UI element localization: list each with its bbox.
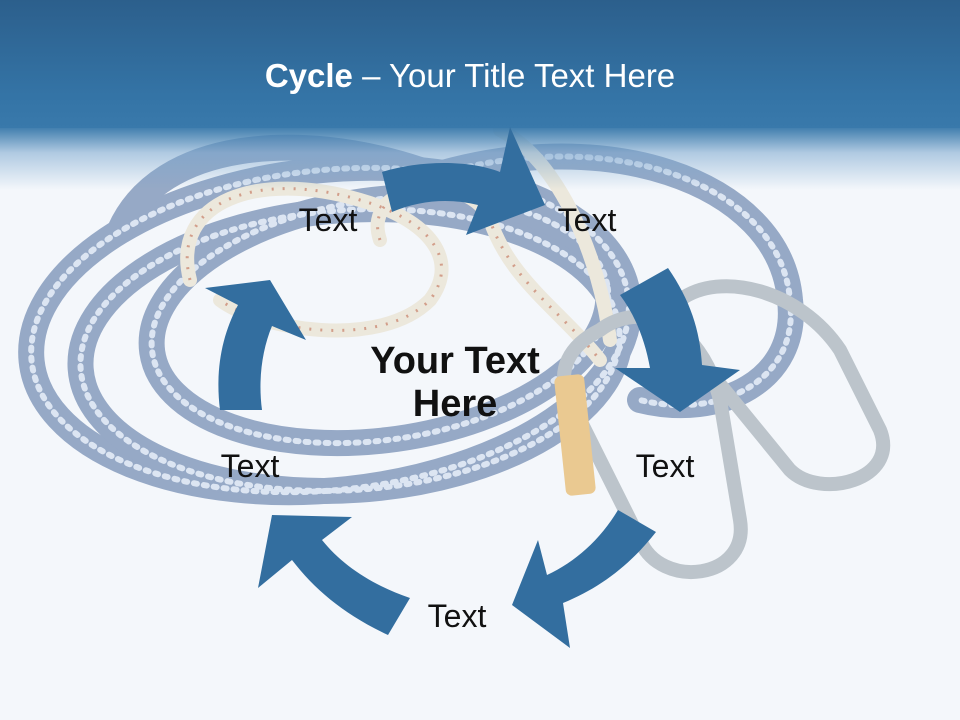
cycle-arrow-top (382, 127, 545, 235)
cycle-node-5: Text (220, 448, 280, 484)
cycle-node-1: Text (298, 202, 358, 238)
cycle-arrow-bottom-right (512, 510, 656, 648)
cycle-arrow-left (205, 280, 306, 410)
title-bar (0, 0, 960, 128)
cycle-arrow-bottom-left (258, 515, 410, 635)
cycle-center-line-1: Your Text (370, 340, 540, 382)
cycle-node-4: Text (427, 598, 487, 634)
cycle-center-text: Your Text Here (330, 340, 580, 426)
cycle-center-line-2: Here (412, 383, 498, 425)
slide-title-bold: Cycle (264, 57, 353, 94)
cycle-node-3: Text (635, 448, 695, 484)
slide-title: Cycle – Your Title Text Here (0, 54, 940, 98)
cycle-node-2: Text (557, 202, 617, 238)
cycle-arrow-right (615, 268, 740, 412)
slide-title-rest: – Your Title Text Here (352, 57, 676, 94)
